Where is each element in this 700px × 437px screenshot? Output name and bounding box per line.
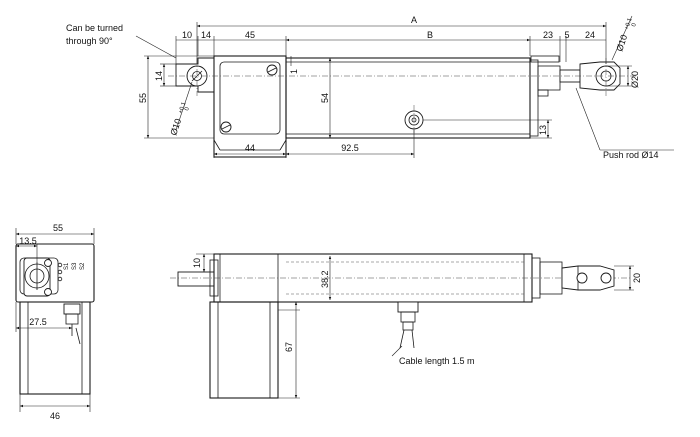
top-view: A B 10 14 45 23 5 24 Ø10 +0.1 0 Ø20 bbox=[66, 15, 674, 160]
rotation-note-line1: Can be turned bbox=[66, 23, 123, 33]
side-dim-10: 10 bbox=[192, 258, 202, 268]
switch-s3: S3 bbox=[72, 262, 78, 270]
hole-right-label: Ø10 bbox=[614, 33, 629, 52]
dim-44: 44 bbox=[245, 143, 255, 153]
dim-24: 24 bbox=[585, 30, 595, 40]
dim-14-left: 14 bbox=[154, 71, 164, 81]
end-dim-46: 46 bbox=[50, 411, 60, 421]
hole-right-tol-upper: +0.1 bbox=[624, 17, 634, 31]
dim-55-top: 55 bbox=[138, 93, 148, 103]
end-dim-55: 55 bbox=[53, 223, 63, 233]
end-view: S1 S3 S2 55 13.5 27.5 46 bbox=[15, 223, 95, 421]
rear-clevis bbox=[175, 57, 215, 93]
dim-a-label: A bbox=[411, 15, 417, 25]
dim-d20: Ø20 bbox=[630, 71, 640, 88]
rotation-note-line2: through 90° bbox=[66, 36, 113, 46]
side-dim-67: 67 bbox=[284, 342, 294, 352]
dim-54: 54 bbox=[320, 93, 330, 103]
gearbox-housing bbox=[213, 55, 287, 158]
dim-92-5: 92.5 bbox=[341, 143, 359, 153]
push-rod-note: Push rod Ø14 bbox=[603, 150, 659, 160]
cable-note: Cable length 1.5 m bbox=[399, 356, 475, 366]
hole-right-tol-lower: 0 bbox=[631, 22, 638, 28]
dim-b-label: B bbox=[427, 30, 433, 40]
dim-14-top: 14 bbox=[201, 30, 211, 40]
dim-45: 45 bbox=[245, 30, 255, 40]
dim-13: 13 bbox=[538, 125, 548, 135]
dim-1: 1 bbox=[289, 69, 299, 74]
switch-s2: S2 bbox=[80, 262, 86, 270]
dim-23: 23 bbox=[543, 30, 553, 40]
dim-5: 5 bbox=[564, 30, 569, 40]
dim-10-top: 10 bbox=[182, 30, 192, 40]
end-dim-27-5: 27.5 bbox=[29, 317, 47, 327]
side-dim-20: 20 bbox=[632, 273, 642, 283]
switch-s1: S1 bbox=[64, 262, 70, 270]
hole-left-tol-upper: +0.1 bbox=[178, 101, 188, 115]
hole-left-tol-lower: 0 bbox=[184, 106, 191, 112]
side-dim-38-2: 38.2 bbox=[320, 270, 330, 288]
hole-left-label: Ø10 bbox=[168, 117, 183, 136]
end-dim-13-5: 13.5 bbox=[19, 236, 37, 246]
side-view: 10 38.2 67 20 Cable length 1.5 m bbox=[170, 253, 642, 399]
